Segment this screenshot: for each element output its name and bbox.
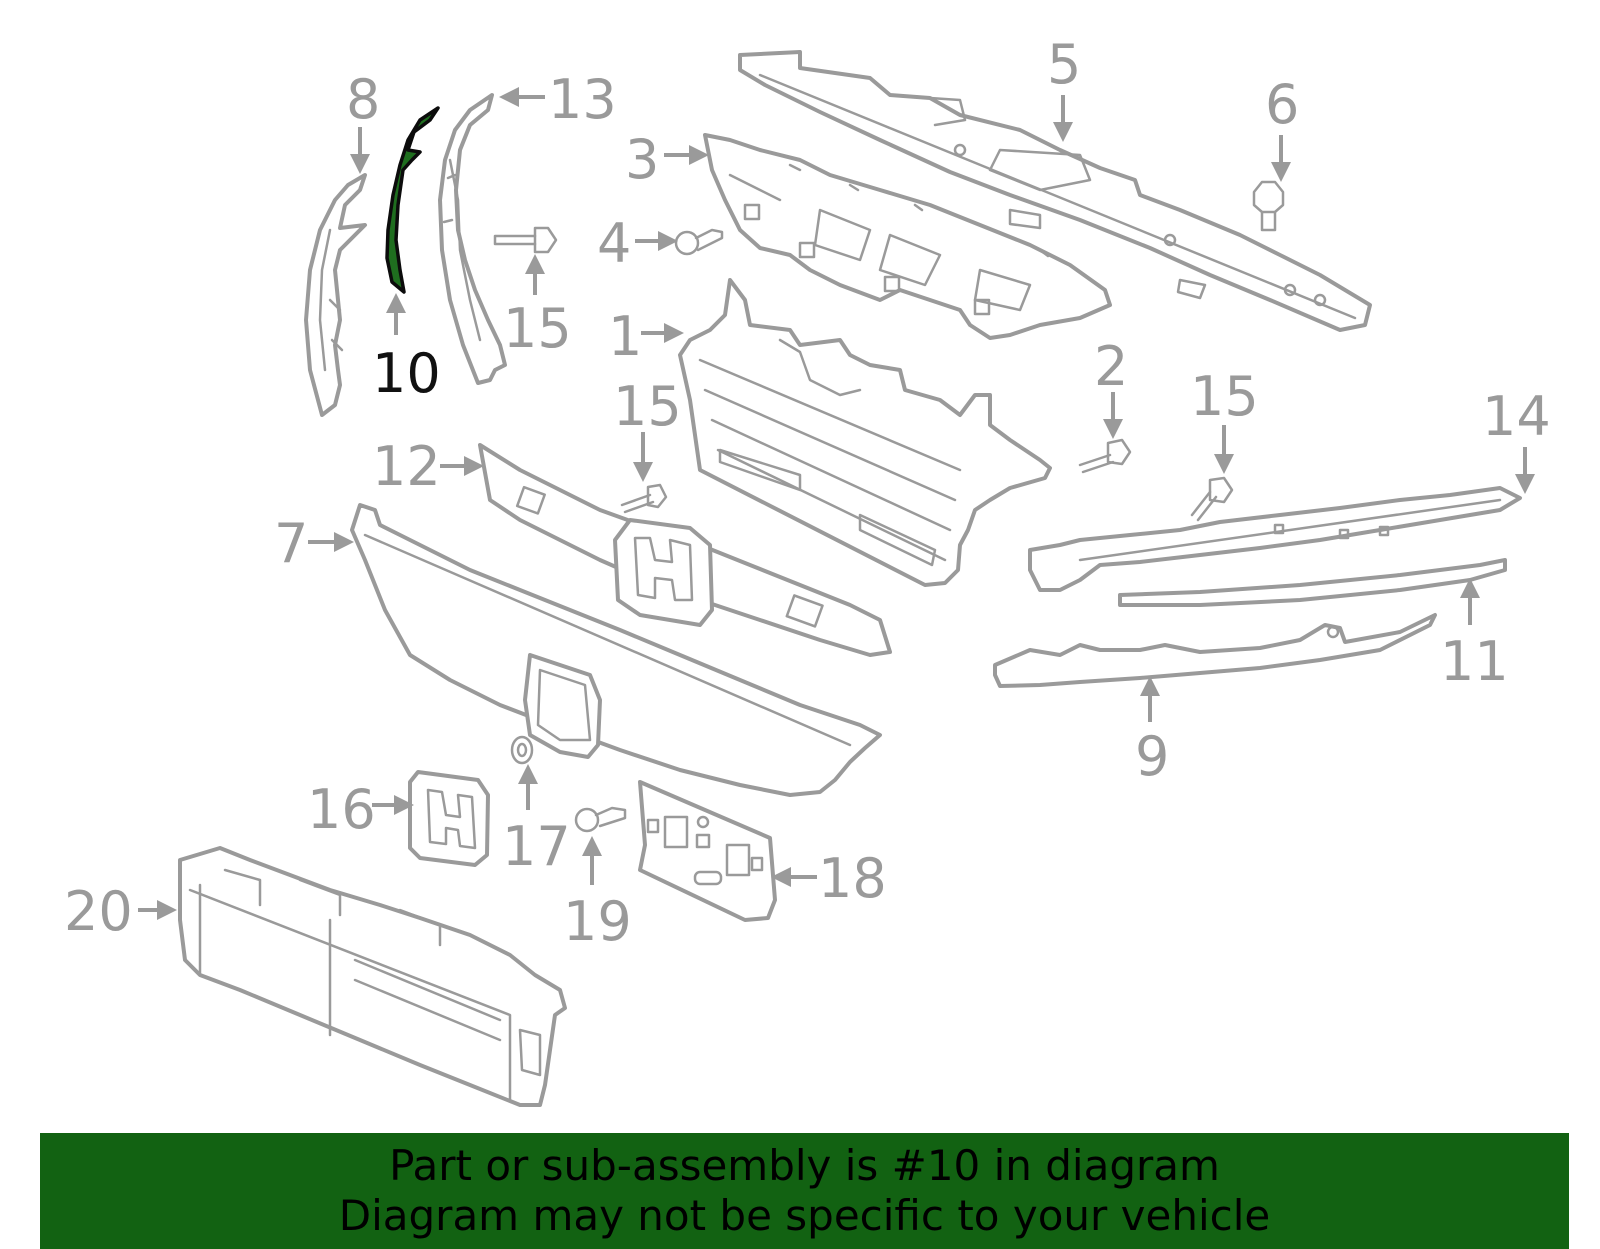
info-banner: Part or sub-assembly is #10 in diagram D… bbox=[40, 1133, 1569, 1249]
part-10-highlighted-molding bbox=[385, 106, 440, 294]
callout-16: 16 bbox=[307, 778, 376, 841]
part-6-bolt bbox=[1252, 180, 1285, 232]
part-12-upper-garnish bbox=[478, 443, 892, 657]
callout-15a: 15 bbox=[503, 297, 572, 360]
part-14-lower-molding bbox=[1028, 486, 1522, 592]
callout-2: 2 bbox=[1094, 335, 1128, 398]
callout-arrows bbox=[138, 87, 1535, 920]
part-16-emblem bbox=[408, 770, 490, 867]
part-15-bolt-a bbox=[493, 226, 558, 254]
callout-13: 13 bbox=[548, 68, 617, 131]
callout-10: 10 bbox=[372, 342, 441, 405]
callout-9: 9 bbox=[1135, 725, 1169, 788]
part-15-bolt-b bbox=[620, 483, 668, 514]
part-18-plate-bracket bbox=[638, 780, 777, 922]
callout-labels: 8 10 13 3 4 1 5 6 15 15 2 15 14 12 7 11 … bbox=[64, 33, 1551, 953]
callout-17: 17 bbox=[502, 815, 571, 878]
part-7-garnish bbox=[350, 503, 882, 797]
callout-20: 20 bbox=[64, 880, 133, 943]
callout-3: 3 bbox=[625, 128, 659, 191]
callout-5: 5 bbox=[1047, 33, 1081, 96]
callout-1: 1 bbox=[608, 305, 642, 368]
part-3-bracket bbox=[703, 133, 1112, 340]
callout-15b: 15 bbox=[613, 375, 682, 438]
callout-8: 8 bbox=[346, 68, 380, 131]
callout-12: 12 bbox=[372, 435, 441, 498]
banner-line-2: Diagram may not be specific to your vehi… bbox=[338, 1191, 1271, 1240]
callout-11: 11 bbox=[1440, 630, 1509, 693]
callout-4: 4 bbox=[597, 212, 631, 275]
part-1-grille bbox=[678, 278, 1052, 587]
part-8-side-molding bbox=[304, 173, 367, 417]
callout-19: 19 bbox=[563, 890, 632, 953]
callout-6: 6 bbox=[1265, 73, 1299, 136]
part-5-upper-beam bbox=[738, 50, 1372, 332]
part-13-side-molding bbox=[438, 93, 507, 385]
part-9-lower-molding bbox=[993, 613, 1437, 688]
callout-18: 18 bbox=[818, 847, 887, 910]
callout-14: 14 bbox=[1482, 385, 1551, 448]
part-11-strip bbox=[1118, 558, 1507, 607]
part-17-clip bbox=[510, 735, 534, 765]
part-15-bolt-c bbox=[1190, 476, 1234, 522]
callout-7: 7 bbox=[274, 512, 308, 575]
part-4-screw bbox=[674, 228, 724, 256]
part-19-screw bbox=[574, 806, 627, 833]
callout-15c: 15 bbox=[1190, 365, 1259, 428]
part-20-lower-frame bbox=[178, 846, 567, 1107]
part-2-bolt bbox=[1078, 438, 1132, 474]
banner-line-1: Part or sub-assembly is #10 in diagram bbox=[389, 1141, 1220, 1190]
